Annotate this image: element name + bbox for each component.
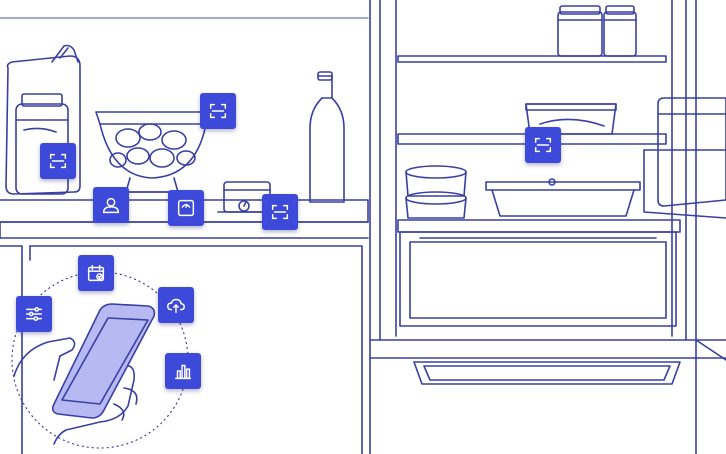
fridge-shelf-top [397,55,667,63]
fridge-large-jar [657,97,726,207]
fridge-jars [557,5,637,57]
lower-cabinet [0,245,363,454]
hand [13,337,138,445]
fridge-shelf-lower [397,219,681,233]
fridge-handle [413,361,681,385]
weight-scale-icon[interactable] [168,190,204,226]
fridge-food-box [525,103,617,135]
cloud-upload-icon[interactable] [158,287,194,323]
stacked-containers [405,165,467,219]
scan-icon[interactable] [40,143,76,179]
jar [15,93,69,195]
fridge-drawer [399,231,677,327]
sliders-icon[interactable] [16,296,52,332]
scan-icon[interactable] [262,194,298,230]
fridge-body [369,0,726,454]
bottle [309,71,345,203]
scan-icon[interactable] [200,93,236,129]
fridge-door-right [643,149,726,361]
cutting-board [5,44,81,195]
scan-icon[interactable] [525,127,561,163]
glass-bowl [95,111,209,193]
smartphone [51,303,156,419]
bar-chart-icon[interactable] [165,353,201,389]
user-profile-icon[interactable] [93,187,129,223]
casserole-dish [485,178,641,217]
calendar-check-icon[interactable] [78,255,114,291]
